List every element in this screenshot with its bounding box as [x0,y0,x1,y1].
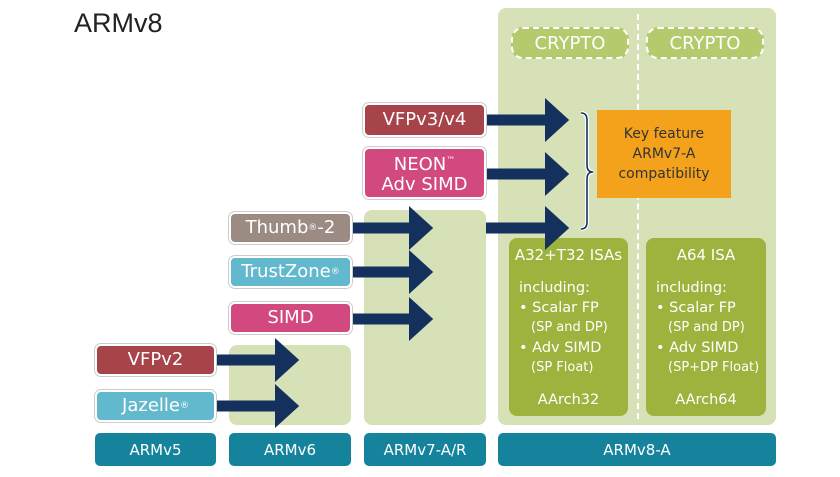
aarch64-isa-title: A64 ISA [676,246,736,264]
registered-mark: ® [308,223,318,233]
trademark-mark: ™ [446,156,456,166]
aarch32-isa-title: A32+T32 ISAs [514,246,623,264]
thumb-label: Thumb [245,217,309,238]
armv6-label: ARMv6 [229,433,351,466]
adv-simd-label: Adv SIMD [381,174,468,195]
registered-mark: ® [330,267,340,277]
thumb-suffix: -2 [317,217,336,238]
aarch64-isa-box: A64 ISA including: • Scalar FP (SP and D… [646,238,766,416]
crypto-aarch64-box: CRYPTO [646,27,764,59]
key-feature-line1: Key feature [623,126,705,142]
trustzone-box: TrustZone® [229,256,352,288]
neon-box: NEON™ Adv SIMD [363,147,486,199]
aarch64-including: including: [656,280,727,296]
crypto-aarch32-box: CRYPTO [511,27,629,59]
key-feature-box: Key feature ARMv7-A compatibility [597,110,731,198]
vfpv2-box: VFPv2 [95,344,216,376]
aarch32-including: including: [519,280,590,296]
page-title: ARMv8 [74,8,163,38]
trustzone-label: TrustZone [241,261,331,282]
neon-label: NEON [393,154,447,175]
aarch64-item1: • Scalar FP [656,300,736,316]
aarch64-label: AArch64 [675,392,737,408]
aarch32-item1: • Scalar FP [519,300,599,316]
aarch32-item1-sub: (SP and DP) [531,320,608,335]
key-feature-line3: compatibility [618,166,710,182]
armv7-label: ARMv7-A/R [364,433,486,466]
aarch64-item2-sub: (SP+DP Float) [668,360,760,375]
jazelle-box: Jazelle® [95,390,216,422]
aarch32-item2: • Adv SIMD [519,340,602,356]
registered-mark: ® [179,401,189,411]
armv5-label: ARMv5 [95,433,216,466]
simd-box: SIMD [229,302,352,334]
aarch32-label: AArch32 [537,392,600,408]
armv8-label: ARMv8-A [498,433,776,466]
aarch64-item2: • Adv SIMD [656,340,739,356]
aarch64-item1-sub: (SP and DP) [668,320,745,335]
key-feature-line2: ARMv7-A [632,146,696,162]
armv8-divider [637,14,639,419]
thumb2-box: Thumb®-2 [229,212,352,244]
aarch32-isa-box: A32+T32 ISAs including: • Scalar FP (SP … [509,238,628,416]
vfpv3-box: VFPv3/v4 [363,103,486,137]
jazelle-label: Jazelle [122,395,180,416]
aarch32-item2-sub: (SP Float) [531,360,594,375]
